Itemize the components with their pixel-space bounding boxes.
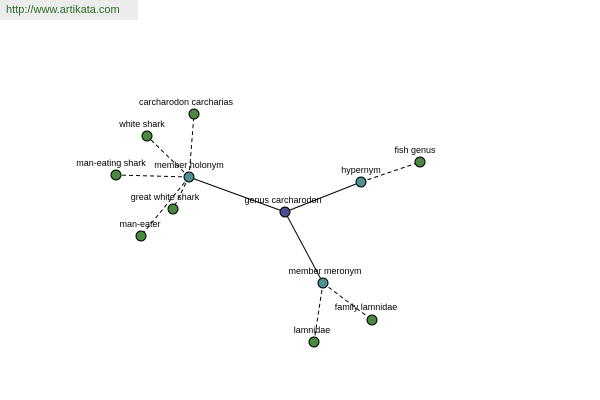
- edge-holonym-ws: [146, 135, 190, 178]
- node-ws[interactable]: [141, 130, 153, 142]
- node-root[interactable]: [279, 206, 291, 218]
- node-label-root[interactable]: genus carcharodon: [244, 195, 321, 205]
- node-label-fg[interactable]: fish genus: [394, 145, 436, 155]
- edge-root-holonym: [188, 176, 286, 213]
- node-label-mes[interactable]: man-eating shark: [76, 158, 146, 168]
- node-cc[interactable]: [188, 108, 200, 120]
- node-fg[interactable]: [414, 156, 426, 168]
- edge-meronym-lam: [313, 282, 324, 343]
- node-label-me[interactable]: man-eater: [119, 219, 160, 229]
- node-label-lam[interactable]: lamnidae: [294, 325, 331, 335]
- node-label-cc[interactable]: carcharodon carcharias: [139, 97, 234, 107]
- node-gws[interactable]: [167, 203, 179, 215]
- node-hypernym[interactable]: [355, 176, 367, 188]
- node-mes[interactable]: [110, 169, 122, 181]
- edge-holonym-cc: [188, 113, 195, 178]
- node-label-ws[interactable]: white shark: [118, 119, 165, 129]
- node-label-holonym[interactable]: member holonym: [154, 160, 224, 170]
- node-label-hypernym[interactable]: hypernym: [341, 165, 381, 175]
- node-label-gws[interactable]: great white shark: [131, 192, 200, 202]
- node-meronym[interactable]: [317, 277, 329, 289]
- edge-holonym-me: [140, 176, 190, 237]
- edge-holonym-gws: [172, 176, 190, 210]
- node-holonym[interactable]: [183, 171, 195, 183]
- edge-root-meronym: [284, 211, 324, 284]
- graph-labels: genus carcharodon member holonym hypernym m…: [76, 97, 436, 335]
- edge-meronym-fl: [322, 282, 373, 321]
- source-url[interactable]: http://www.artikata.com: [0, 0, 138, 20]
- graph-nodes: [110, 108, 426, 348]
- edge-hypernym-fg: [360, 161, 421, 183]
- node-label-fl[interactable]: family lamnidae: [335, 302, 398, 312]
- node-lam[interactable]: [308, 336, 320, 348]
- node-fl[interactable]: [366, 314, 378, 326]
- node-me[interactable]: [135, 230, 147, 242]
- node-label-meronym[interactable]: member meronym: [288, 266, 361, 276]
- graph-edges: [115, 113, 421, 343]
- edge-root-hypernym: [284, 181, 362, 213]
- edge-holonym-mes: [115, 174, 190, 178]
